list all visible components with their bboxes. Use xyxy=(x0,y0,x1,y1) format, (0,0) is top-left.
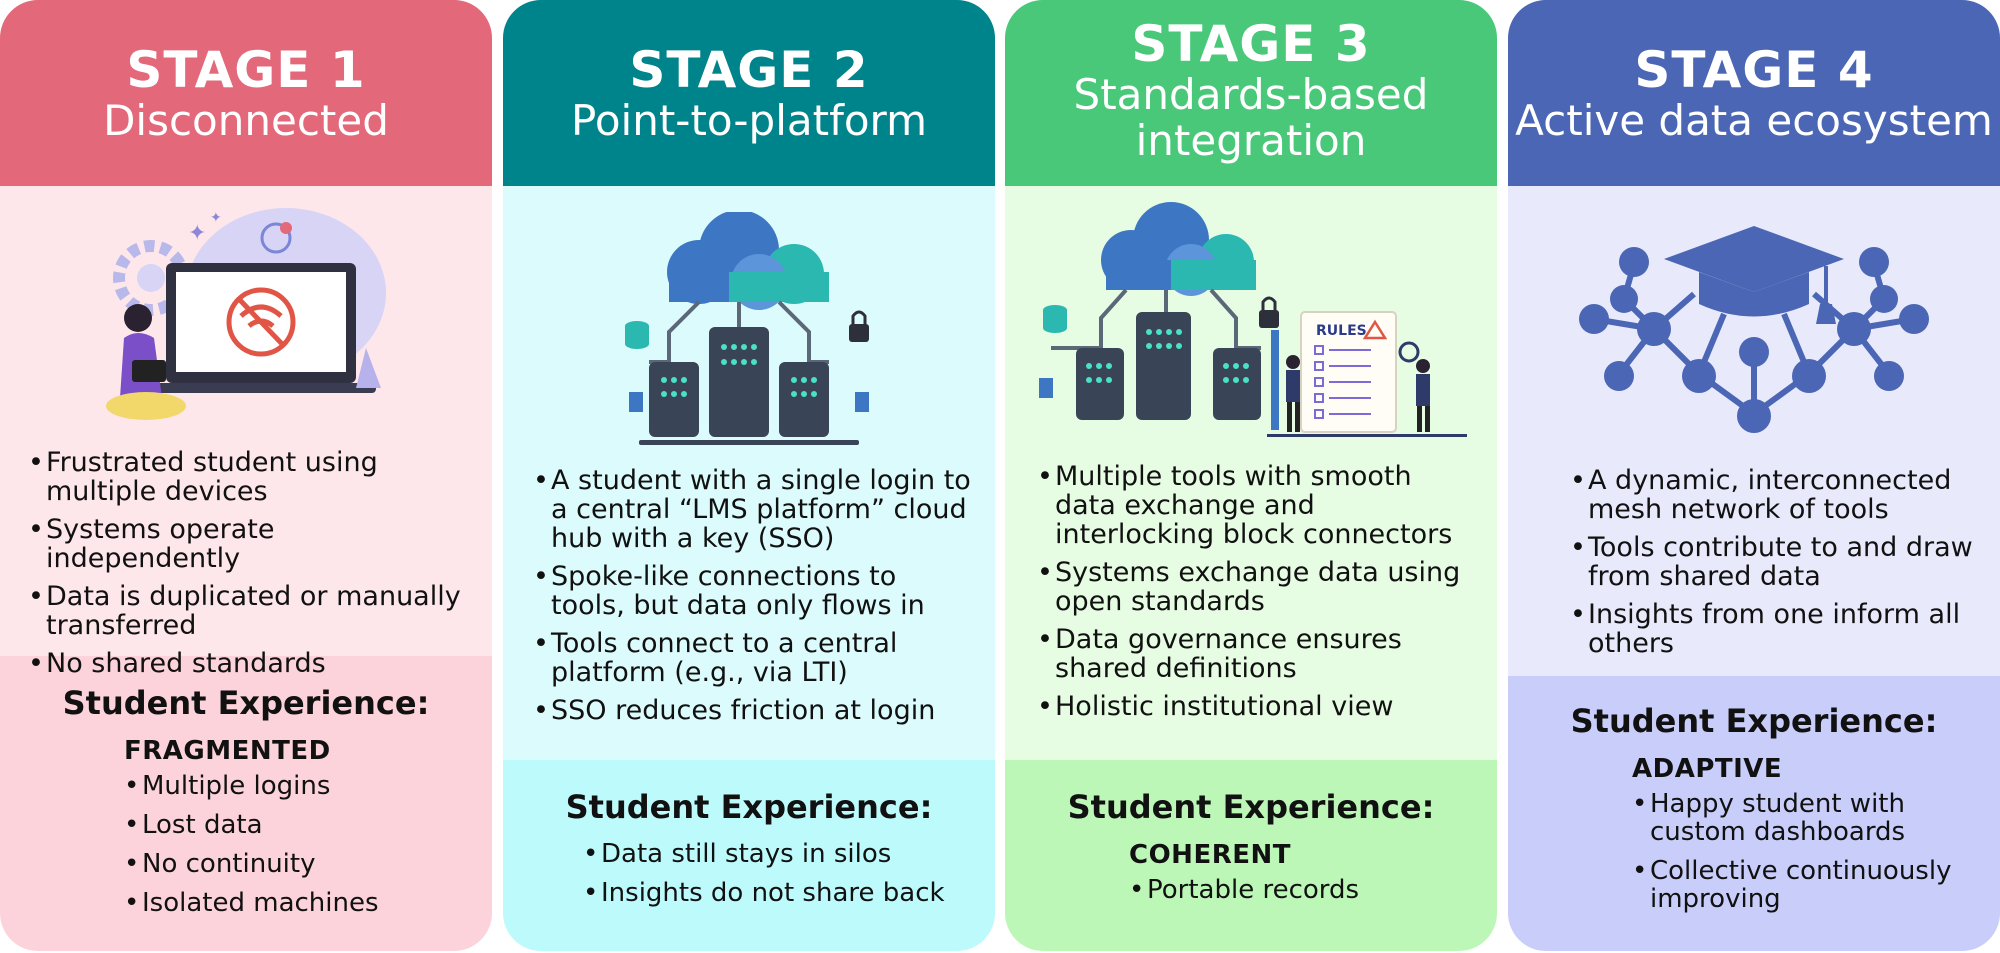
stage-3-experience-level: COHERENT xyxy=(1129,840,1291,870)
stage-1-bullet: Systems operate independently xyxy=(28,515,468,573)
stage-3-experience: Student Experience: COHERENT Portable re… xyxy=(1005,760,1497,951)
svg-text:✦: ✦ xyxy=(210,210,222,226)
stage-1-experience-heading: Student Experience: xyxy=(62,684,430,722)
stage-3-bullets: Multiple tools with smooth data exchange… xyxy=(1037,462,1477,721)
stage-1-card: STAGE 1 Disconnected ✦ ✦ xyxy=(0,0,492,951)
stage-3-experience-bullet: Portable records xyxy=(1129,876,1497,904)
stage-4-bullet: A dynamic, interconnected mesh network o… xyxy=(1570,466,1980,524)
stage-3-bullet: Holistic institutional view xyxy=(1037,692,1477,721)
cloud-server-rules-icon: RULES xyxy=(1039,202,1467,437)
stage-3-bullet: Systems exchange data using open standar… xyxy=(1037,558,1477,616)
stage-1-experience-level: FRAGMENTED xyxy=(124,736,331,766)
cloud-server-icon xyxy=(625,212,869,445)
stage-1-experience-bullet: No continuity xyxy=(124,850,492,878)
stage-2-title: Point-to-platform xyxy=(571,96,927,145)
svg-text:✦: ✦ xyxy=(188,221,206,246)
stage-4-bullets: A dynamic, interconnected mesh network o… xyxy=(1570,466,1980,658)
stage-3-bullet: Data governance ensures shared definitio… xyxy=(1037,625,1477,683)
stage-4-experience-heading: Student Experience: xyxy=(1570,702,1938,740)
stage-4-experience-bullet: Happy student with custom dashboards xyxy=(1632,790,1972,846)
stage-1-experience-bullets: Multiple logins Lost data No continuity … xyxy=(124,772,492,917)
stage-3-number: STAGE 3 xyxy=(1131,15,1371,73)
stage-2-bullet: A student with a single login to a centr… xyxy=(533,466,973,553)
stage-2-bullet: SSO reduces friction at login xyxy=(533,696,973,725)
stage-4-experience-level: ADAPTIVE xyxy=(1632,754,1783,784)
stage-2-bullets: A student with a single login to a centr… xyxy=(533,466,973,725)
stage-1-body: ✦ ✦ Frustrated student using mult xyxy=(0,186,492,678)
stage-2-experience-heading: Student Experience: xyxy=(565,788,933,826)
stage-2-experience: Student Experience: Data still stays in … xyxy=(503,760,995,951)
stage-1-experience-bullet: Multiple logins xyxy=(124,772,492,800)
stage-1-bullet: Frustrated student using multiple device… xyxy=(28,448,468,506)
stage-4-experience-bullet: Collective continuously improving xyxy=(1632,857,1972,913)
stage-4-bullet: Insights from one inform all others xyxy=(1570,600,1980,658)
stage-1-title: Disconnected xyxy=(103,96,389,145)
stage-1-experience-bullet: Isolated machines xyxy=(124,889,492,917)
rules-label: RULES xyxy=(1316,323,1367,339)
stage-2-bullet: Spoke-like connections to tools, but dat… xyxy=(533,562,973,620)
stage-4-header: STAGE 4 Active data ecosystem xyxy=(1508,0,2000,186)
stage-3-experience-heading: Student Experience: xyxy=(1067,788,1435,826)
stage-3-body: RULES xyxy=(1005,186,1497,760)
stage-2-experience-bullets: Data still stays in silos Insights do no… xyxy=(583,840,995,907)
stage-3-experience-bullets: Portable records xyxy=(1129,876,1497,904)
stage-1-experience-bullet: Lost data xyxy=(124,811,492,839)
stage-3-card: STAGE 3 Standards-based integration xyxy=(1005,0,1497,951)
stage-2-body: A student with a single login to a centr… xyxy=(503,186,995,760)
stage-3-bullet: Multiple tools with smooth data exchange… xyxy=(1037,462,1477,549)
stage-4-title: Active data ecosystem xyxy=(1515,96,1993,145)
stage-1-header: STAGE 1 Disconnected xyxy=(0,0,492,186)
stage-2-number: STAGE 2 xyxy=(629,41,869,99)
stage-3-header: STAGE 3 Standards-based integration xyxy=(1005,0,1497,186)
stage-4-card: STAGE 4 Active data ecosystem xyxy=(1508,0,2000,951)
stage-1-number: STAGE 1 xyxy=(126,41,366,99)
stage-4-bullet: Tools contribute to and draw from shared… xyxy=(1570,533,1980,591)
stage-4-number: STAGE 4 xyxy=(1634,41,1874,99)
stage-1-bullets: Frustrated student using multiple device… xyxy=(28,448,468,678)
stage-1-bullet: No shared standards xyxy=(28,649,468,678)
stage-1-bullet: Data is duplicated or manually transferr… xyxy=(28,582,468,640)
graduation-cap-network-icon xyxy=(1579,226,1929,433)
stage-4-body: A dynamic, interconnected mesh network o… xyxy=(1508,186,2000,676)
stage-2-experience-bullet: Insights do not share back xyxy=(583,879,995,907)
stage-2-experience-bullet: Data still stays in silos xyxy=(583,840,995,868)
stage-3-title: Standards-based integration xyxy=(1073,70,1429,165)
stage-1-experience: Student Experience: FRAGMENTED Multiple … xyxy=(0,656,492,951)
stage-2-header: STAGE 2 Point-to-platform xyxy=(503,0,995,186)
stage-2-card: STAGE 2 Point-to-platform xyxy=(503,0,995,951)
student-laptop-no-wifi-icon: ✦ ✦ xyxy=(106,208,386,420)
stage-4-experience: Student Experience: ADAPTIVE Happy stude… xyxy=(1508,676,2000,951)
stage-4-experience-bullets: Happy student with custom dashboards Col… xyxy=(1632,790,1972,913)
stage-2-bullet: Tools connect to a central platform (e.g… xyxy=(533,629,973,687)
